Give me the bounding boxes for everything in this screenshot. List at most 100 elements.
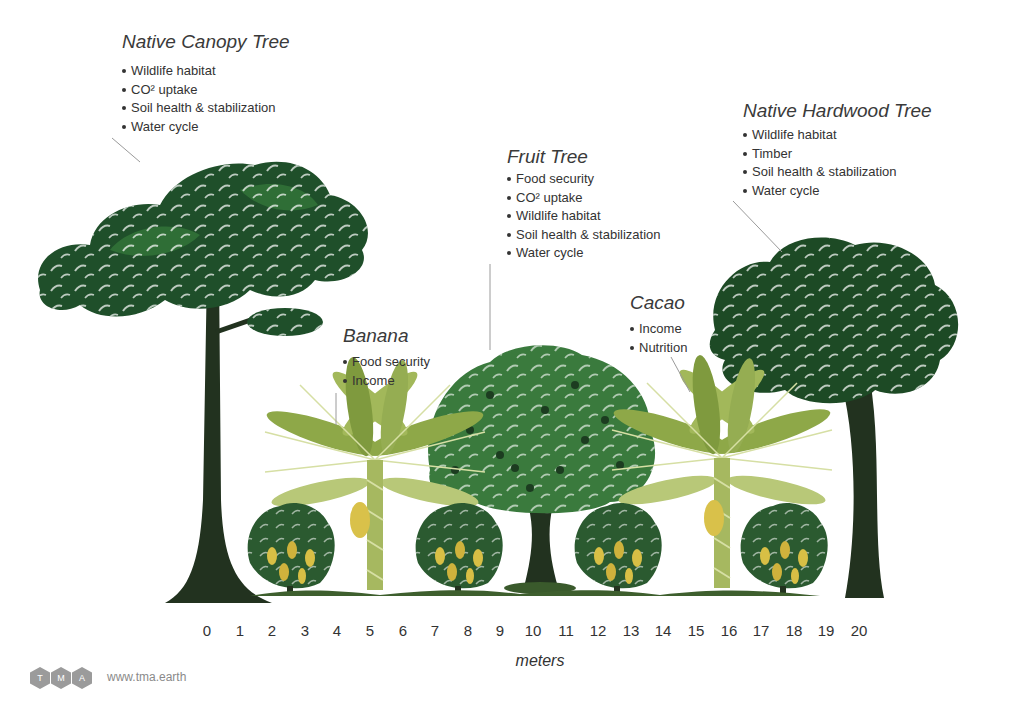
axis-number: 18 bbox=[779, 622, 809, 640]
bullet-item: Wildlife habitat bbox=[743, 127, 837, 143]
axis-unit: meters bbox=[480, 651, 600, 671]
bullet-text: Water cycle bbox=[516, 245, 583, 260]
bullet-text: Wildlife habitat bbox=[131, 63, 216, 78]
bullet-text: CO² uptake bbox=[131, 82, 197, 97]
axis-number: 13 bbox=[616, 622, 646, 640]
bullet-text: Nutrition bbox=[639, 340, 687, 355]
bullet-text: Income bbox=[639, 321, 682, 336]
cacao-bush bbox=[416, 503, 503, 594]
bullet-text: CO² uptake bbox=[516, 190, 582, 205]
axis-number: 20 bbox=[844, 622, 874, 640]
bullet-item: Income bbox=[343, 373, 395, 389]
axis-number: 0 bbox=[192, 622, 222, 640]
logo-letter: A bbox=[72, 667, 92, 689]
bullet-dot bbox=[122, 125, 126, 129]
bullet-text: Soil health & stabilization bbox=[516, 227, 661, 242]
logo-letter: T bbox=[30, 667, 50, 689]
bullet-dot bbox=[507, 196, 511, 200]
bullet-item: Food security bbox=[507, 171, 594, 187]
axis-number: 10 bbox=[518, 622, 548, 640]
bullet-text: Soil health & stabilization bbox=[752, 164, 897, 179]
axis-number: 1 bbox=[225, 622, 255, 640]
bullet-item: Soil health & stabilization bbox=[507, 227, 661, 243]
bullet-text: Soil health & stabilization bbox=[131, 100, 276, 115]
axis-number: 11 bbox=[551, 622, 581, 640]
bullet-dot bbox=[507, 233, 511, 237]
axis-number: 8 bbox=[453, 622, 483, 640]
cacao-bush bbox=[741, 503, 828, 594]
bullet-item: Water cycle bbox=[507, 245, 583, 261]
axis-number: 6 bbox=[388, 622, 418, 640]
axis-number: 4 bbox=[322, 622, 352, 640]
bullet-item: Water cycle bbox=[122, 119, 198, 135]
axis-number: 15 bbox=[681, 622, 711, 640]
axis-number: 7 bbox=[420, 622, 450, 640]
bullet-text: Water cycle bbox=[131, 119, 198, 134]
bullet-item: Wildlife habitat bbox=[122, 63, 216, 79]
callout-title: Native Canopy Tree bbox=[122, 31, 290, 53]
ground bbox=[250, 590, 820, 596]
website-url: www.tma.earth bbox=[107, 669, 186, 685]
bullet-text: Income bbox=[352, 373, 395, 388]
bullet-dot bbox=[507, 214, 511, 218]
bullet-dot bbox=[743, 133, 747, 137]
bullet-item: Timber bbox=[743, 146, 792, 162]
leaf-texture bbox=[247, 308, 323, 336]
axis-number: 5 bbox=[355, 622, 385, 640]
bullet-dot bbox=[507, 251, 511, 255]
tree-crown bbox=[38, 162, 368, 317]
bullet-dot bbox=[743, 170, 747, 174]
cacao-bush bbox=[575, 503, 662, 594]
axis-number: 14 bbox=[648, 622, 678, 640]
fruit-dots bbox=[451, 381, 624, 492]
axis-number: 9 bbox=[485, 622, 515, 640]
bullet-dot bbox=[507, 177, 511, 181]
axis-number: 17 bbox=[746, 622, 776, 640]
bullet-item: Water cycle bbox=[743, 183, 819, 199]
bullet-item: CO² uptake bbox=[122, 82, 197, 98]
callout-title: Fruit Tree bbox=[507, 146, 588, 168]
axis-number: 3 bbox=[290, 622, 320, 640]
bullet-dot bbox=[343, 379, 347, 383]
bullet-dot bbox=[743, 189, 747, 193]
tree-trunk bbox=[842, 380, 884, 598]
axis-number: 19 bbox=[811, 622, 841, 640]
bullet-item: Food security bbox=[343, 354, 430, 370]
bullet-item: Soil health & stabilization bbox=[122, 100, 276, 116]
canopy-tree bbox=[38, 162, 368, 603]
bullet-dot bbox=[630, 346, 634, 350]
bullet-text: Water cycle bbox=[752, 183, 819, 198]
bullet-item: Nutrition bbox=[630, 340, 687, 356]
callout-title: Cacao bbox=[630, 292, 685, 314]
logo-hexagon: A bbox=[72, 667, 92, 689]
bullet-text: Wildlife habitat bbox=[752, 127, 837, 142]
tree-crown bbox=[247, 308, 323, 336]
logo-letter: M bbox=[51, 667, 71, 689]
bullet-text: Wildlife habitat bbox=[516, 208, 601, 223]
banana-bunch bbox=[704, 500, 724, 536]
banana-bunch bbox=[350, 502, 370, 538]
bullet-item: CO² uptake bbox=[507, 190, 582, 206]
bullet-text: Food security bbox=[516, 171, 594, 186]
bullet-dot bbox=[122, 88, 126, 92]
bullet-item: Wildlife habitat bbox=[507, 208, 601, 224]
logo-hexagon: M bbox=[51, 667, 71, 689]
cacao-bush bbox=[248, 503, 335, 594]
bullet-item: Income bbox=[630, 321, 682, 337]
bullet-text: Timber bbox=[752, 146, 792, 161]
bullet-dot bbox=[630, 327, 634, 331]
bullet-dot bbox=[122, 69, 126, 73]
axis-number: 16 bbox=[714, 622, 744, 640]
bullet-dot bbox=[343, 360, 347, 364]
axis-number: 2 bbox=[257, 622, 287, 640]
logo-hexagon: T bbox=[30, 667, 50, 689]
axis-number: 12 bbox=[583, 622, 613, 640]
callout-title: Banana bbox=[343, 325, 409, 347]
leaf-texture bbox=[38, 162, 368, 317]
bullet-dot bbox=[122, 106, 126, 110]
bullet-text: Food security bbox=[352, 354, 430, 369]
bullet-dot bbox=[743, 152, 747, 156]
callout-title: Native Hardwood Tree bbox=[743, 100, 932, 122]
leader-lines bbox=[112, 138, 782, 425]
